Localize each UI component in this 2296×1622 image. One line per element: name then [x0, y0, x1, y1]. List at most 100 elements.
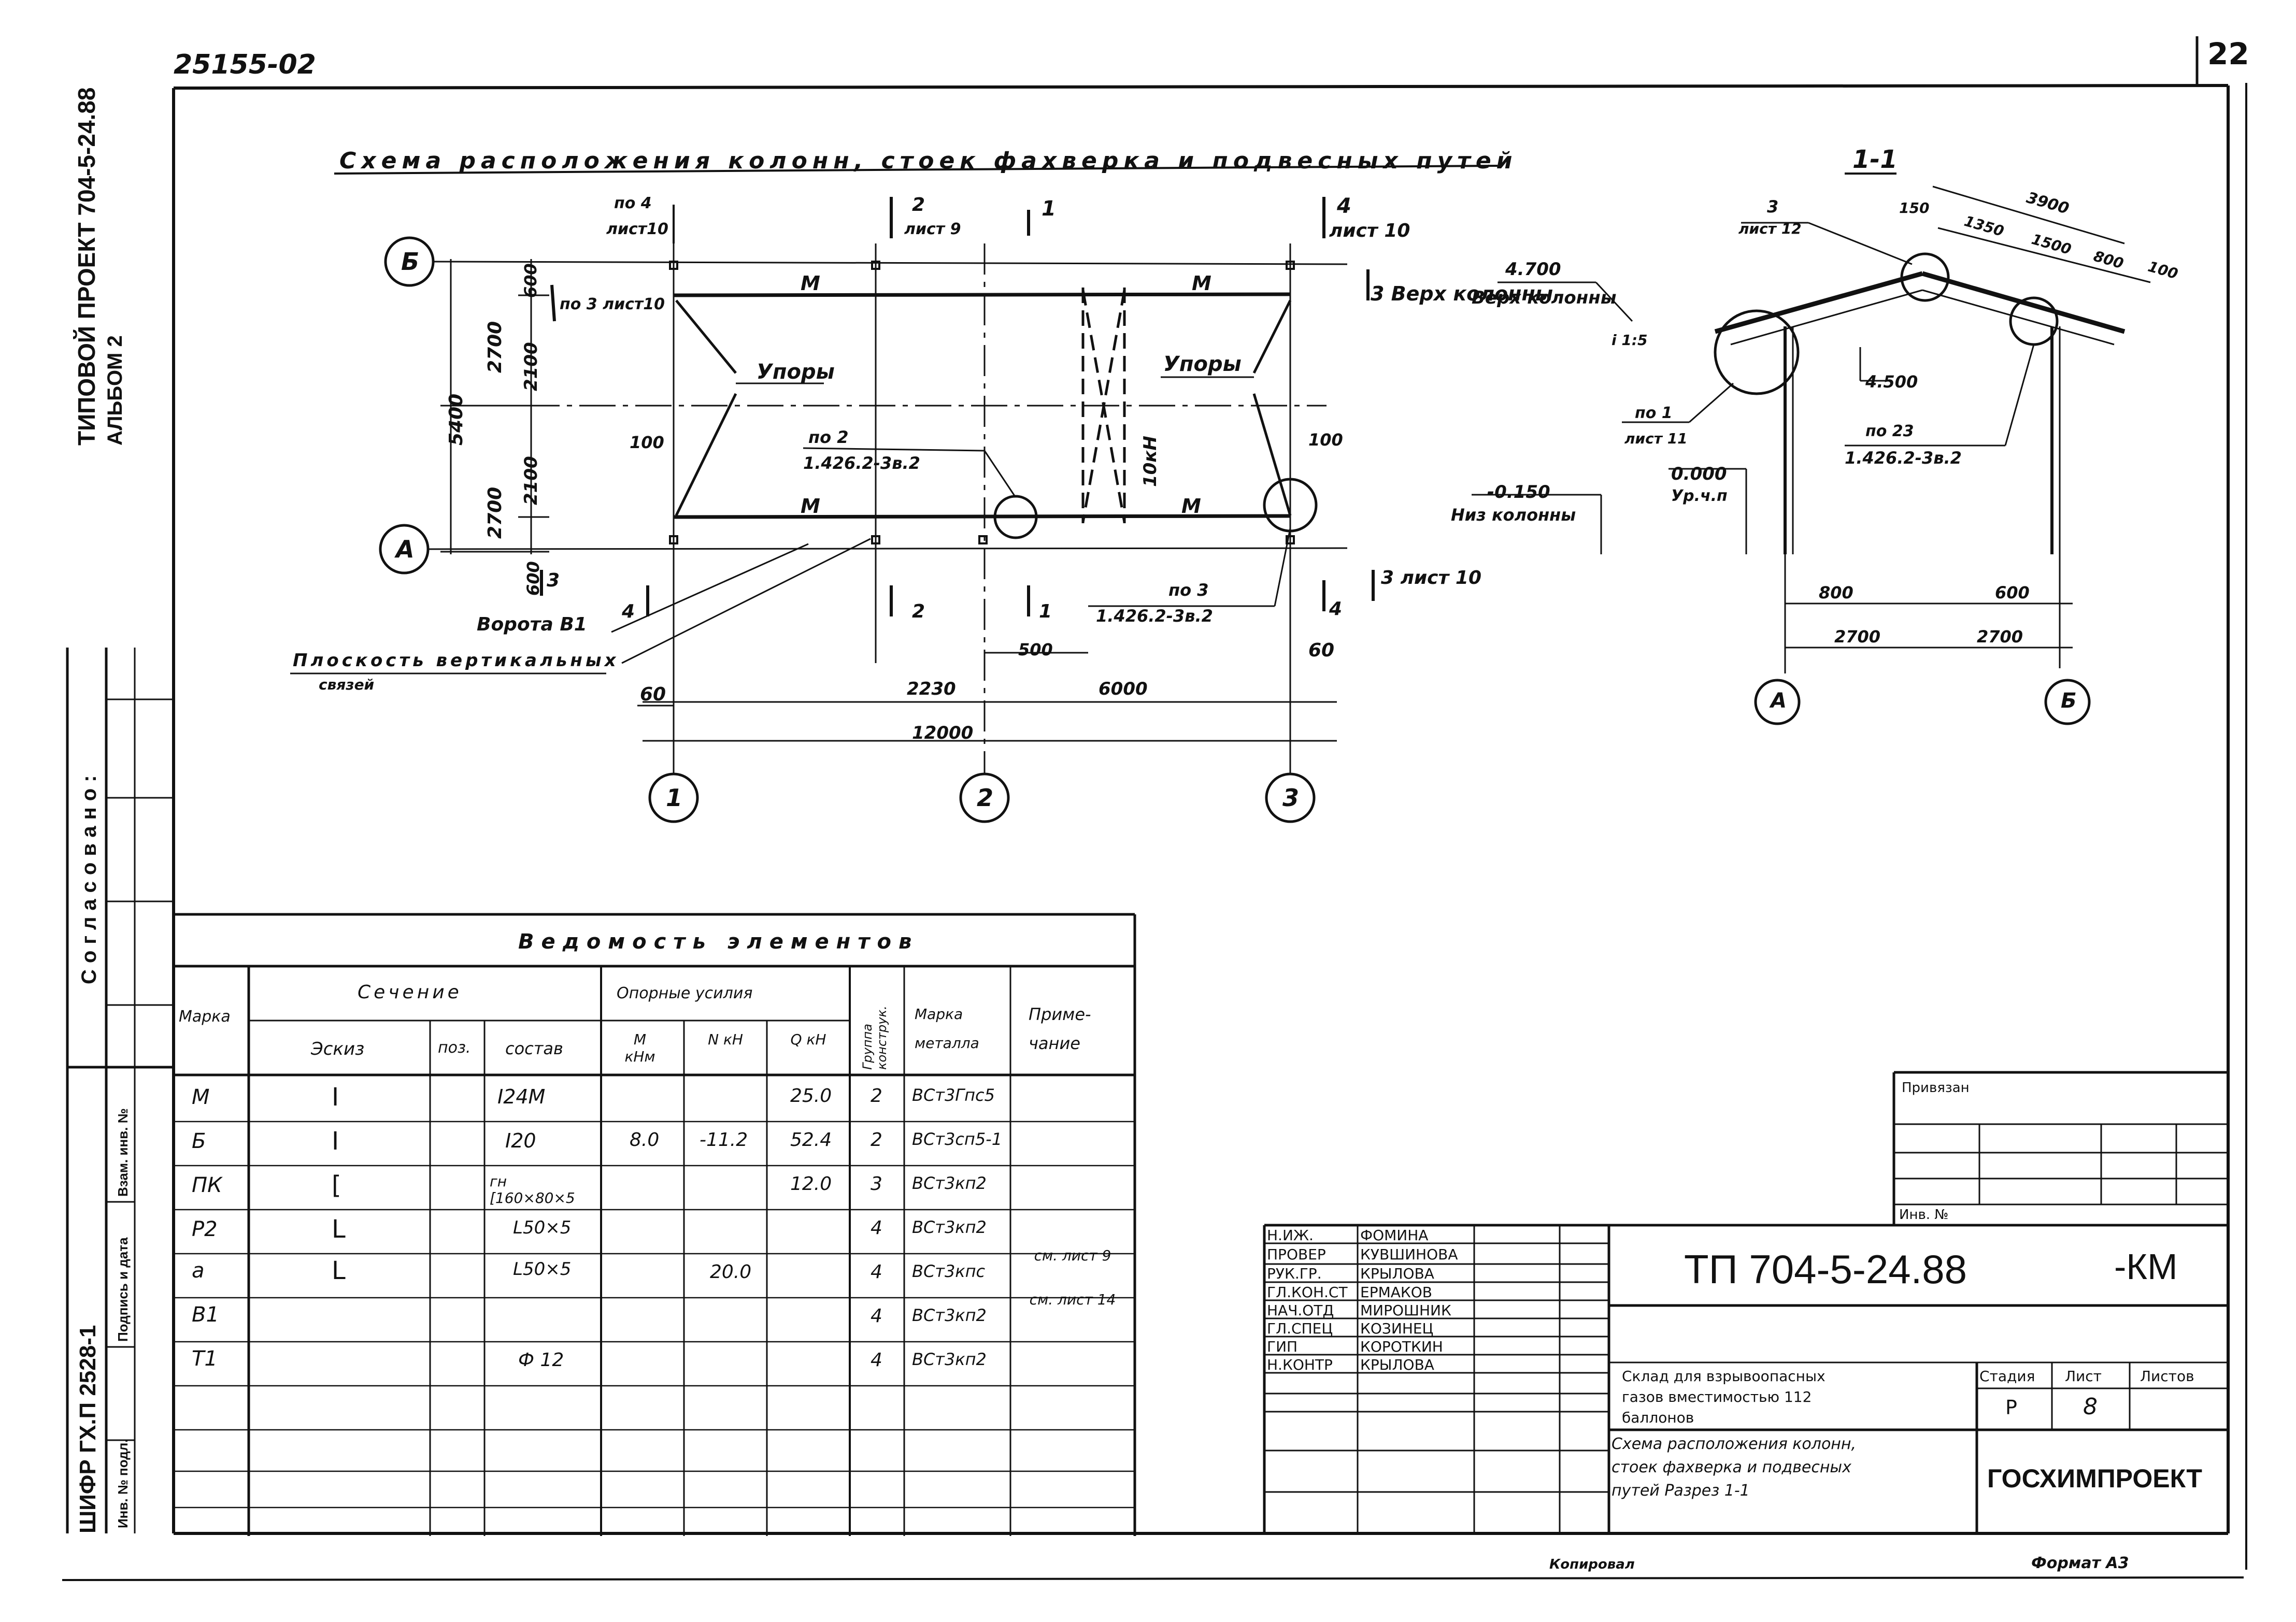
row-comp: Ф 12 — [518, 1350, 564, 1371]
row-n: 20.0 — [710, 1261, 752, 1283]
row-comp: L50×5 — [513, 1259, 572, 1280]
row-comp: I24М — [497, 1085, 546, 1108]
th-steel: Марка металла — [915, 1006, 979, 1052]
name: ЕРМАКОВ — [1360, 1284, 1433, 1301]
row-mark: Т1 — [192, 1347, 218, 1371]
side-cell-inventory: Инв. № подл. — [115, 1439, 131, 1528]
row-steel: ВСт3кп2 — [912, 1217, 987, 1237]
side-project-label: ТИПОВОЙ ПРОЕКТ 704-5-24.88 — [73, 87, 100, 446]
po2-ref: 1.426.2-3в.2 — [803, 453, 920, 473]
row-mark: М — [192, 1085, 210, 1109]
top-code: 25155-02 — [174, 49, 316, 80]
ref-top-left: по 4 — [614, 194, 652, 212]
th-group: Группа конструк. — [860, 1006, 889, 1070]
role: Н.ИЖ. — [1267, 1227, 1314, 1244]
side-album-label: АЛЬБОМ 2 — [104, 335, 126, 446]
object-line-2: газов вместимостью 112 — [1622, 1388, 1812, 1405]
sec-axis-b: Б — [2061, 689, 2077, 713]
row-steel: ВСт3Гпс5 — [912, 1085, 995, 1105]
elev-0150: -0.150 — [1487, 482, 1550, 503]
row-mark: Р2 — [192, 1217, 218, 1241]
gate-label: Ворота В1 — [477, 614, 587, 635]
dim-2100-top: 2100 — [521, 342, 541, 391]
name: ФОМИНА — [1360, 1227, 1429, 1244]
po3-label: по 3 — [1168, 580, 1209, 600]
row-mark: а — [192, 1259, 205, 1283]
dim-600-top: 600 — [521, 263, 540, 298]
row-comp: L50×5 — [513, 1217, 572, 1238]
row-q: 52.4 — [790, 1129, 832, 1151]
role: Н.КОНТР — [1267, 1356, 1333, 1373]
section-3-left: 3 — [547, 570, 560, 591]
role: ГЛ.СПЕЦ — [1267, 1320, 1333, 1337]
section-4-left: 4 — [622, 601, 635, 622]
name: МИРОШНИК — [1360, 1302, 1451, 1319]
po23-ref: 1.426.2-3в.2 — [1845, 448, 1962, 468]
th-composition: состав — [505, 1039, 563, 1058]
row-group: 4 — [871, 1217, 882, 1239]
po3-ref: 1.426.2-3в.2 — [1096, 606, 1213, 626]
dim-12000: 12000 — [912, 723, 974, 743]
name: КОРОТКИН — [1360, 1338, 1443, 1355]
section-3-sheet10: 3 лист 10 — [1381, 567, 1482, 588]
axis-b-label: Б — [401, 248, 420, 276]
section-4-bot: 4 — [1329, 598, 1343, 620]
th-note: Приме- чание — [1029, 1004, 1091, 1053]
sec-dim-600: 600 — [1995, 583, 2030, 602]
row-comp: I20 — [505, 1129, 536, 1152]
top-of-column: Верх колонны — [1472, 288, 1617, 308]
axis-3-label: 3 — [1282, 784, 1300, 812]
row-group: 4 — [871, 1350, 882, 1371]
sheet-value: 8 — [2083, 1394, 2098, 1420]
row-sketch: I — [332, 1083, 339, 1112]
role: НАЧ.ОТД — [1267, 1302, 1334, 1319]
dim-2230: 2230 — [907, 679, 956, 699]
footer-format: Формат А3 — [2031, 1554, 2129, 1572]
row-group: 4 — [871, 1305, 882, 1327]
row-sketch: [ — [332, 1171, 341, 1200]
row-note: см. лист 9 — [1034, 1247, 1111, 1264]
side-cell-signature: Подпись и дата — [115, 1237, 131, 1342]
organization: ГОСХИМПРОЕКТ — [1987, 1464, 2202, 1493]
dim-100-right: 100 — [1308, 430, 1343, 450]
th-pos: поз. — [438, 1039, 471, 1057]
ref-4-sheet: лист 10 — [1329, 220, 1410, 241]
sec-3-ref: 3 — [1767, 197, 1779, 217]
dim-5400: 5400 — [446, 393, 467, 446]
drawing-code: ТП 704-5-24.88 — [1684, 1246, 1967, 1292]
dim-6000: 6000 — [1099, 679, 1148, 699]
beam-m-top-left: М — [801, 272, 820, 295]
row-steel: ВСт3кп2 — [912, 1173, 987, 1193]
row-steel: ВСт3кп2 — [912, 1350, 987, 1369]
stops-left: Упоры — [757, 360, 835, 384]
row-group: 2 — [871, 1129, 882, 1151]
row-group: 4 — [871, 1261, 882, 1283]
row-m: 8.0 — [630, 1129, 660, 1151]
slope: i 1:5 — [1612, 332, 1648, 349]
object-line-3: баллонов — [1622, 1409, 1694, 1426]
dim-60-left: 60 — [640, 684, 666, 705]
drawing-suffix: -КМ — [2114, 1246, 2178, 1287]
role: ГЛ.КОН.СТ — [1267, 1284, 1348, 1301]
stage-value: Р — [2005, 1396, 2017, 1419]
drawing-line-1: Схема расположения колонн, — [1612, 1435, 1857, 1453]
sec-dim-2700-b: 2700 — [1977, 627, 2023, 647]
side-agreed-label: Согласовано: — [78, 769, 101, 984]
side-cell-replace: Взам. инв. № — [115, 1108, 131, 1197]
row-mark: ПК — [192, 1173, 222, 1197]
plan-title: Схема расположения колонн, стоек фахверк… — [339, 148, 1518, 174]
role: ГИП — [1267, 1338, 1298, 1355]
po3-sheet10: по 3 лист10 — [560, 295, 665, 313]
bottom-of-column: Низ колонны — [1451, 505, 1576, 525]
row-group: 2 — [871, 1085, 882, 1107]
th-mark: Марка — [179, 1008, 231, 1026]
sheet-number: 22 — [2207, 36, 2249, 71]
object-line-1: Склад для взрывоопасных — [1622, 1368, 1826, 1385]
ref-2: 2 — [912, 194, 925, 216]
floor-level: Ур.ч.п — [1671, 487, 1728, 505]
name: КОЗИНЕЦ — [1360, 1320, 1434, 1337]
po1-sheet: лист 11 — [1624, 430, 1688, 447]
th-m: М кНм — [624, 1031, 655, 1065]
beam-m-top-right: М — [1192, 272, 1211, 295]
section-2-bot: 2 — [912, 601, 925, 622]
